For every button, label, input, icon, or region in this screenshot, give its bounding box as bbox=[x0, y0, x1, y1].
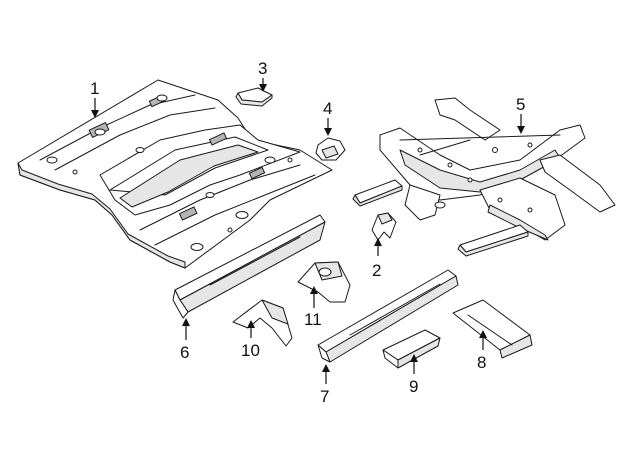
bracket-part-2 bbox=[371, 212, 397, 241]
callout-1: 1 bbox=[90, 79, 99, 118]
callout-5: 5 bbox=[516, 95, 525, 134]
bracket-part-9 bbox=[382, 329, 441, 369]
svg-text:4: 4 bbox=[323, 99, 332, 118]
bracket-part-4 bbox=[315, 137, 346, 161]
svg-text:7: 7 bbox=[320, 387, 329, 406]
frame-assembly-part bbox=[352, 97, 616, 257]
bracket-part-10 bbox=[232, 299, 293, 347]
bracket-part-11 bbox=[297, 261, 351, 303]
svg-text:3: 3 bbox=[258, 59, 267, 78]
callout-6: 6 bbox=[180, 318, 190, 362]
svg-text:9: 9 bbox=[409, 377, 418, 396]
callout-4: 4 bbox=[323, 99, 332, 136]
callout-2: 2 bbox=[372, 238, 382, 280]
sill-rail-part-7 bbox=[317, 269, 459, 363]
svg-text:10: 10 bbox=[241, 341, 260, 360]
svg-text:5: 5 bbox=[516, 95, 525, 114]
callout-11: 11 bbox=[304, 286, 322, 329]
floor-pan-part bbox=[17, 79, 333, 269]
callout-10: 10 bbox=[241, 320, 260, 360]
callout-7: 7 bbox=[320, 364, 330, 406]
bracket-part-3 bbox=[235, 87, 273, 107]
callout-8: 8 bbox=[477, 330, 487, 372]
svg-text:6: 6 bbox=[180, 343, 189, 362]
callout-3: 3 bbox=[258, 59, 267, 92]
svg-text:2: 2 bbox=[372, 261, 381, 280]
svg-text:8: 8 bbox=[477, 353, 486, 372]
bracket-part-8 bbox=[452, 299, 533, 359]
svg-text:1: 1 bbox=[90, 79, 99, 98]
rail-part-6 bbox=[172, 214, 326, 319]
svg-text:11: 11 bbox=[304, 310, 322, 329]
callout-9: 9 bbox=[409, 354, 418, 396]
